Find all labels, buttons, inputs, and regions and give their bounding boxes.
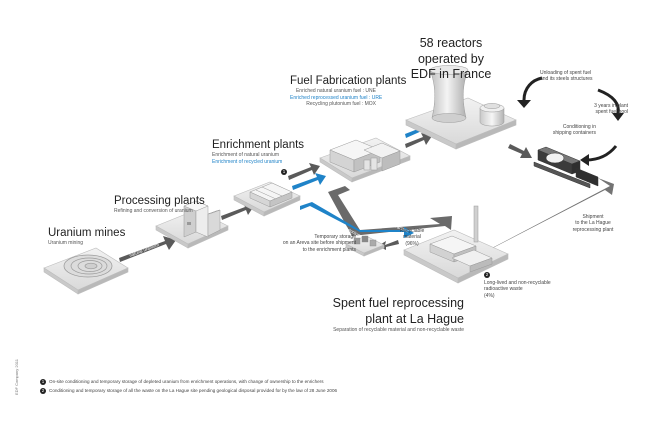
footnote-badge-1: 1	[281, 168, 287, 175]
chimney	[473, 205, 479, 243]
mine-pit	[63, 254, 113, 278]
reactors-line2: operated by	[417, 51, 485, 66]
fabrication-mox: Recycling plutonium fuel : MOX	[306, 100, 376, 107]
reactor-dome	[479, 107, 505, 127]
processing-sub: Refining and conversion of uranium	[114, 208, 193, 215]
flow-arrows-blue	[292, 123, 432, 238]
storage-containers	[353, 235, 377, 247]
reactor-site	[429, 65, 505, 127]
reactors-line3: EDF in France	[410, 67, 492, 82]
flow-arrows-grey	[119, 133, 614, 262]
footnote-badge-2: 2	[484, 271, 490, 278]
arrow-mines-processing	[119, 236, 176, 262]
reprocessing-title-2: plant at La Hague	[365, 311, 464, 326]
fabrication-ure: Enriched reprocessed uranium fuel : URE	[290, 94, 383, 101]
enrichment-sub-blue: Enrichment of recycled uranium	[212, 158, 283, 165]
uranium-mines-sub: Uranium mining	[48, 240, 84, 247]
enrichment-title: Enrichment plants	[212, 139, 305, 151]
enrichment-sub: Enrichment of natural uranium	[212, 152, 279, 159]
fabrication-title: Fuel Fabrication plants	[290, 75, 407, 87]
reprocessing-label: Spent fuel reprocessing plant at La Hagu…	[330, 296, 464, 334]
reactors-label: 58 reactors operated by EDF in France	[403, 36, 499, 83]
reactor-cycle-arrows	[522, 76, 620, 162]
fabrication-plant	[329, 139, 401, 173]
enrichment-label: Enrichment plants Enrichment of natural …	[212, 138, 304, 165]
reactors-line1: 58 reactors	[419, 36, 483, 50]
fabrication-une: Enriched natural uranium fuel : UNE	[295, 88, 376, 95]
uranium-mines-label: Uranium mines Uranium mining	[48, 226, 125, 247]
train	[533, 146, 599, 189]
processing-label: Processing plants Refining and conversio…	[114, 194, 205, 215]
reprocessing-sub: Separation of recyclable material and no…	[333, 327, 464, 334]
reprocessing-title-1: Spent fuel reprocessing	[332, 296, 464, 310]
processing-title: Processing plants	[114, 195, 205, 207]
fabrication-label: Fuel Fabrication plants Enriched natural…	[290, 74, 407, 107]
arrow-plutonium	[300, 202, 414, 238]
copyright: EDF Company 2011	[14, 359, 19, 395]
enrichment-plant	[249, 182, 293, 208]
arrow-label-natural: natural uranium	[129, 242, 160, 258]
processing-plant	[183, 200, 221, 238]
arrow-recycled-uranium	[328, 186, 452, 236]
la-hague-plant	[429, 205, 493, 273]
uranium-mines-title: Uranium mines	[48, 227, 126, 239]
